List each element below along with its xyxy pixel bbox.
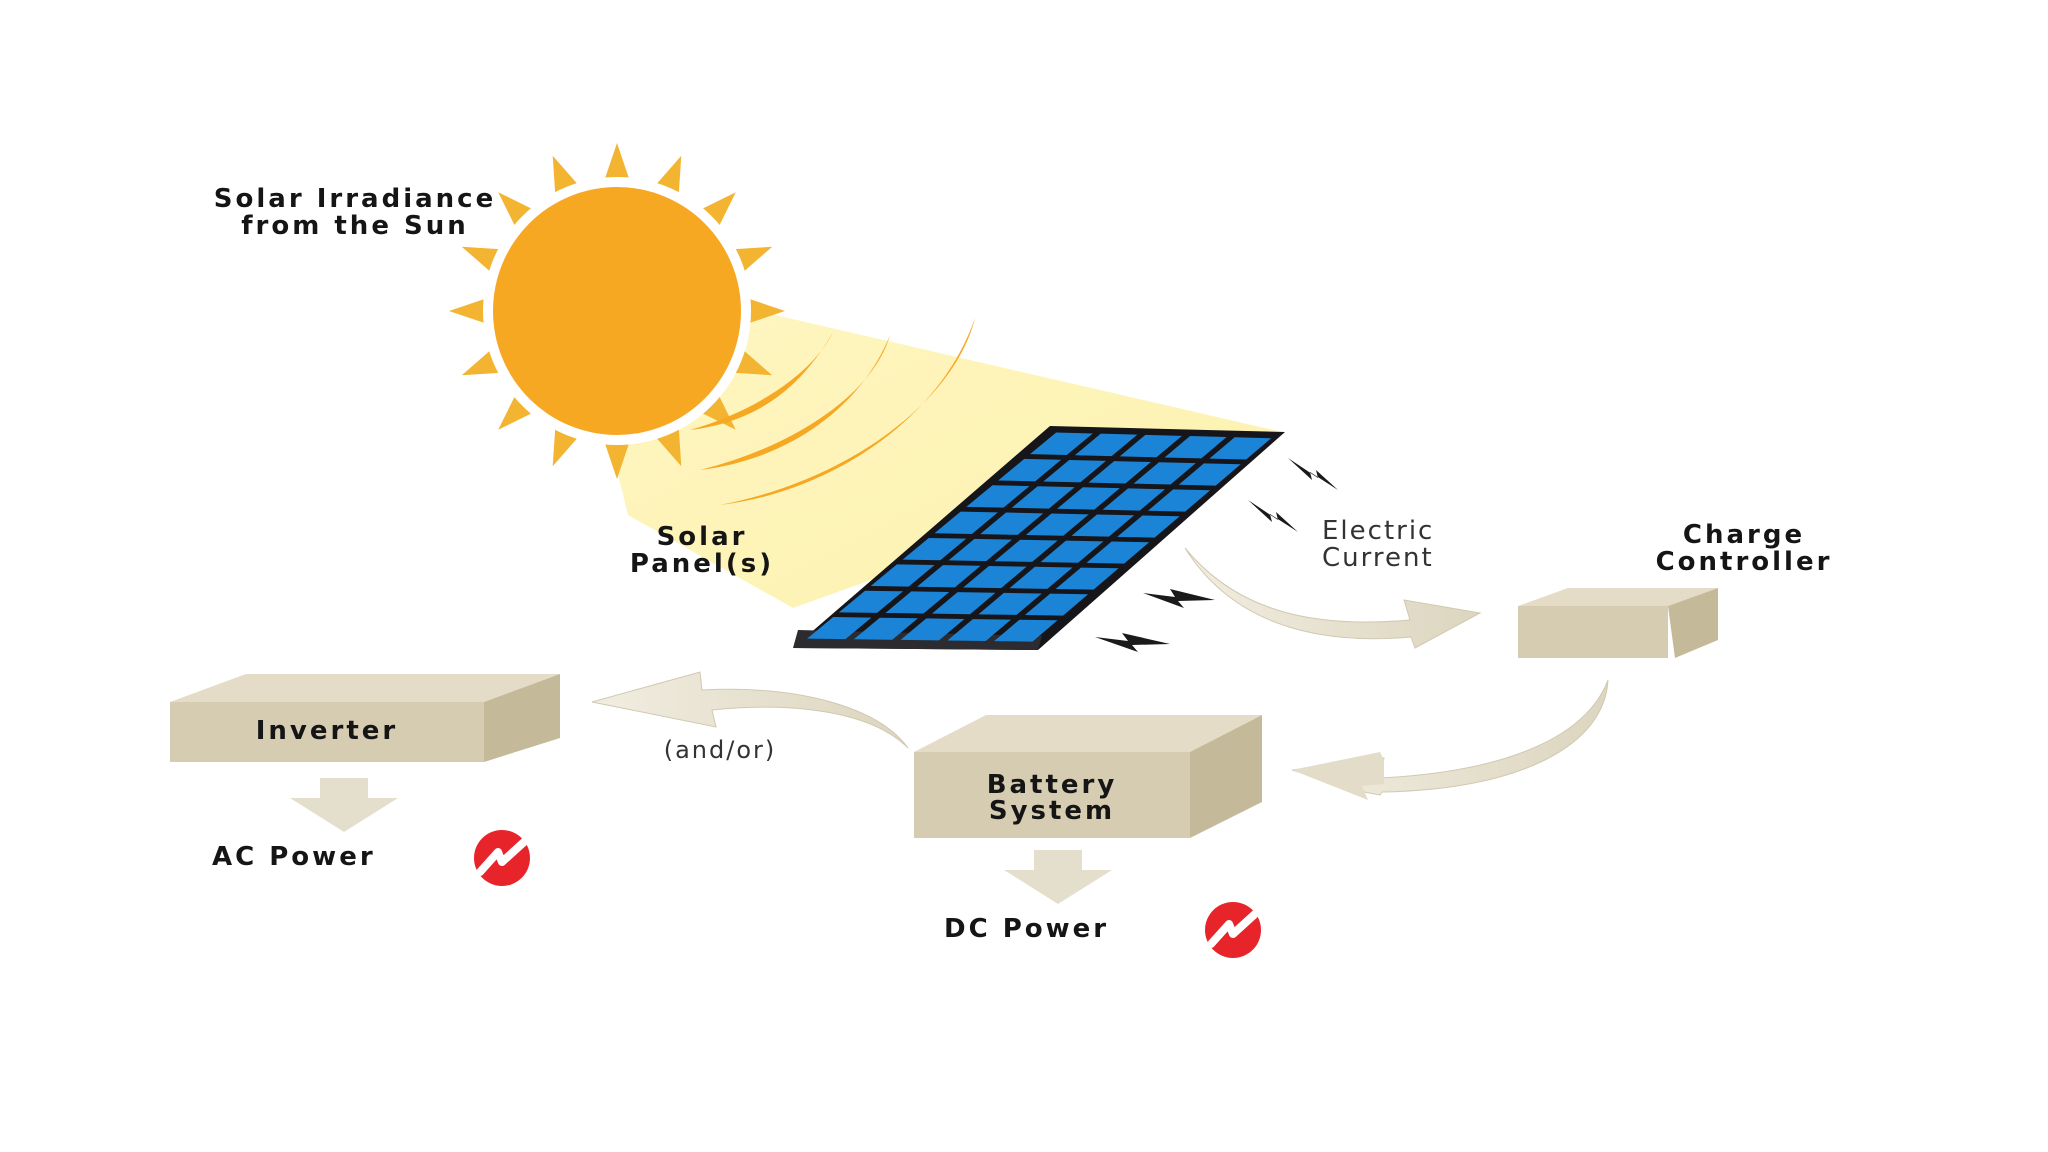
solar-cell [1057,487,1120,510]
dc-power-label: DC Power [944,914,1204,944]
and-or-text: (and/or) [663,736,777,764]
solar-cell [885,591,950,614]
solar-cell [902,537,967,561]
electric-current-label: Electric Current [1322,516,1512,574]
lightning-bolt-icon [1143,589,1215,608]
solar-cell [1164,436,1227,459]
electric-current-label-line2: Current [1322,543,1434,574]
sun-ray [744,297,785,325]
solar-cell [934,511,998,534]
battery-system-label: Battery System [914,772,1190,824]
solar-cell [900,618,965,641]
solar-panel [807,432,1272,642]
charge-controller-label: Charge Controller [1614,520,1874,578]
solar-cell [1043,459,1107,483]
solar-panel-label-line2: Panel(s) [629,549,775,580]
solar-cell [1055,567,1119,590]
solar-cell [1030,432,1093,456]
battery-system-box [914,715,1262,838]
solar-cell [1133,462,1196,485]
solar-cell [966,485,1030,508]
solar-cell [947,619,1012,641]
lightning-bolt-icon [1248,500,1298,532]
battery-label-line1: Battery [986,770,1118,800]
arrow-battery-to-dc [1004,850,1112,904]
power-symbol-icon [1205,902,1261,958]
solar-cell [1147,489,1211,512]
solar-panel-label: Solar Panel(s) [592,522,812,580]
and-or-label: (and/or) [620,736,820,764]
ac-power-label: AC Power [212,842,472,872]
sun-ray [697,192,736,231]
solar-cell [1025,513,1089,536]
sun-label: Solar Irradiance from the Sun [150,184,560,242]
charge-controller-label-line1: Charge [1682,520,1806,550]
lightning-bolt-icon [1288,458,1338,490]
arrow-head-battery [1292,752,1384,800]
solar-cell [1071,514,1135,537]
solar-cell [963,565,1027,589]
sun-label-line1: Solar Irradiance [213,184,497,214]
solar-cell [1009,566,1073,589]
solar-cell [870,564,935,587]
solar-cell [1024,593,1089,616]
sun-label-line2: from the Sun [241,211,469,242]
solar-cell [948,538,1012,562]
solar-cell [978,592,1042,615]
dc-power-text: DC Power [944,914,1110,944]
inverter-box [170,674,560,762]
solar-cell [1119,434,1182,458]
arrow-battery-to-inverter [591,671,909,749]
solar-cell [1209,437,1272,460]
solar-cell [807,617,872,640]
sun-ray [603,143,631,184]
charge-controller-box [1518,588,1718,658]
solar-cell [1178,463,1241,486]
sun-ray [603,438,631,479]
arrow-panel-to-controller [1184,547,1482,649]
power-symbol-icon [474,830,530,886]
solar-cell [931,592,996,615]
inverter-label: Inverter [170,718,484,744]
solar-cell [917,565,981,588]
solar-cell [1011,486,1075,509]
solar-cell [1086,541,1150,564]
solar-cell [998,458,1062,482]
ac-power-text: AC Power [212,842,376,872]
solar-cell [1040,540,1104,563]
charge-controller-label-line2: Controller [1655,547,1833,578]
sun-ray [449,297,490,325]
solar-cell [994,539,1058,562]
solar-cell [1102,488,1166,511]
solar-cell [1074,433,1138,457]
arrow-inverter-to-ac [290,778,398,832]
solar-cell [853,617,918,640]
solar-cell [1088,461,1151,484]
solar-panel-label-line1: Solar [656,522,748,552]
solar-cell [1117,515,1180,538]
sun-ray [498,192,537,231]
lightning-bolt-icon [1095,633,1170,652]
electric-current-label-line1: Electric [1322,516,1435,546]
battery-label-line2: System [988,796,1116,826]
sun-core [493,187,741,435]
sun-ray [498,391,537,430]
inverter-label-text: Inverter [255,716,399,746]
solar-cell [980,512,1044,535]
solar-cell [994,619,1058,642]
solar-cell [838,590,903,613]
